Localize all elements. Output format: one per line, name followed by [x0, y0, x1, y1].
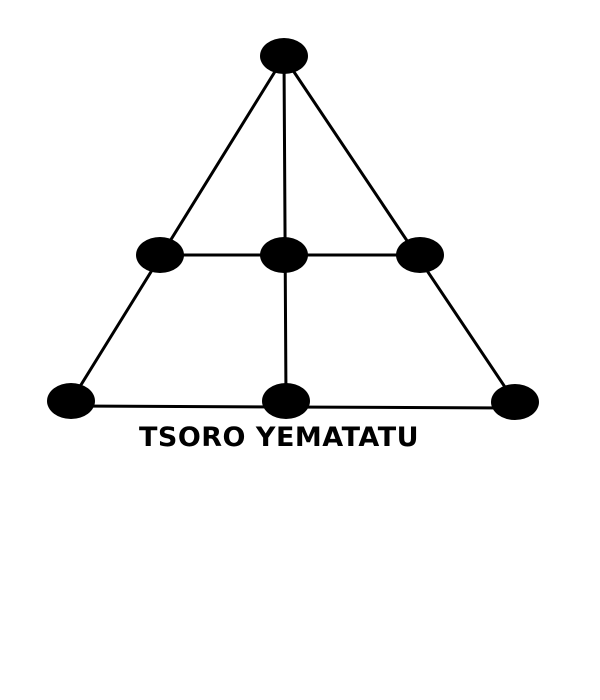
board-point-middle-center[interactable] [260, 237, 308, 273]
board-point-middle-left[interactable] [136, 237, 184, 273]
board-point-bottom-right[interactable] [491, 384, 539, 420]
board-point-bottom-center[interactable] [262, 383, 310, 419]
board-line-right-edge [282, 55, 517, 404]
board-point-middle-right[interactable] [396, 237, 444, 273]
game-title: TSORO YEMATATU [138, 422, 420, 453]
board-line-vertical [282, 55, 288, 403]
board-point-bottom-left[interactable] [47, 383, 95, 419]
board-point-apex[interactable] [260, 38, 308, 74]
board-line-left-edge [69, 55, 286, 403]
